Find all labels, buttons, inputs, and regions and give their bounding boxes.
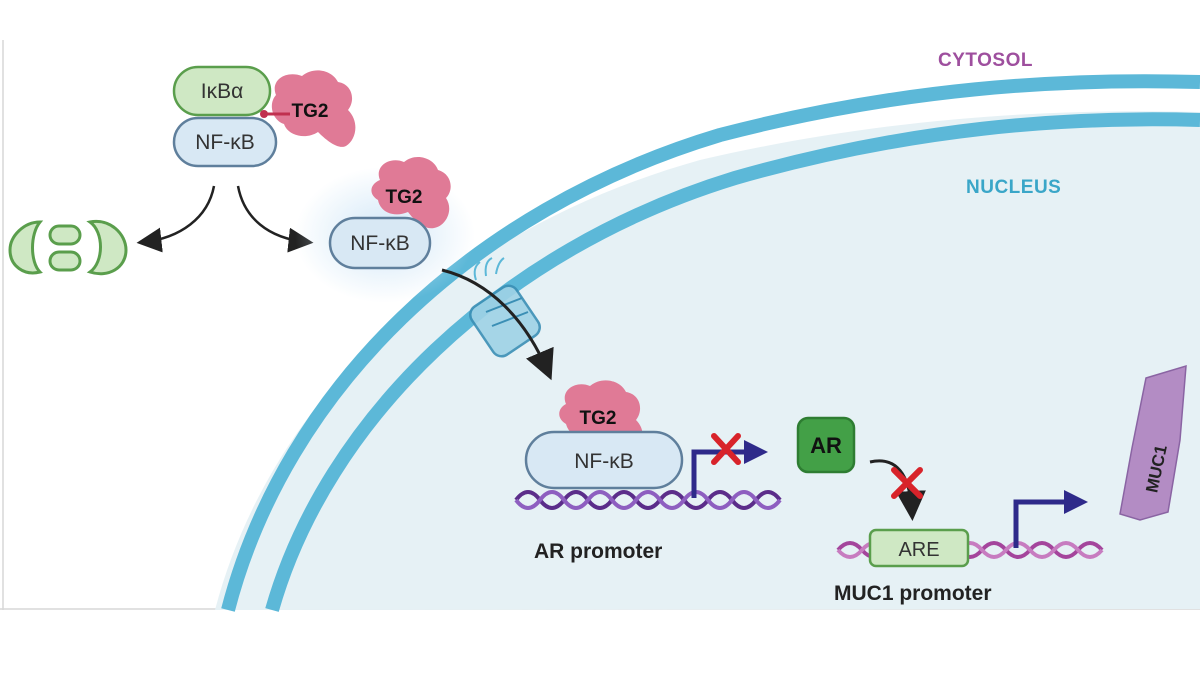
ikba-label: IκBα bbox=[201, 80, 243, 103]
nfkb-box-free bbox=[328, 216, 432, 270]
ikba-fragment-top bbox=[48, 224, 82, 246]
arrow-to-free-nfkb bbox=[236, 185, 314, 253]
ar-protein-label: AR bbox=[810, 433, 842, 458]
ar-protein-box bbox=[796, 416, 856, 474]
ikba-fragment-bottom bbox=[48, 250, 82, 272]
degraded-ikba-fragments bbox=[8, 219, 128, 276]
ikba-box bbox=[172, 65, 272, 117]
ar-dna-strand-2 bbox=[514, 490, 782, 510]
tg2-label-free: TG2 bbox=[386, 187, 423, 208]
nuclear-nfkb-tg2: TG2 NF-κB bbox=[524, 380, 684, 490]
block-x-stroke-2 bbox=[711, 433, 741, 465]
ikba-fragment-right bbox=[86, 219, 128, 276]
cytosol-label: CYTOSOL bbox=[938, 50, 1033, 71]
ar-dna-strand-1 bbox=[514, 490, 782, 510]
ikba-fragment-left bbox=[8, 220, 44, 275]
muc1-protein bbox=[1119, 364, 1187, 521]
free-nfkb-tg2: TG2 NF-κB bbox=[295, 156, 475, 303]
muc1-transcription-arrow bbox=[1013, 499, 1068, 548]
tg2-blob-free bbox=[371, 156, 451, 229]
ar-promoter-label: AR promoter bbox=[534, 540, 662, 563]
muc1-promoter-label: MUC1 promoter bbox=[834, 582, 992, 605]
ar-to-are-arrow bbox=[869, 459, 926, 521]
pore-filament-1 bbox=[473, 261, 481, 281]
nfkb-label-complex: NF-κB bbox=[195, 131, 255, 154]
nucleus-interior bbox=[215, 111, 1200, 610]
tg2-label-nuclear: TG2 bbox=[580, 408, 617, 429]
muc1-transcription-arrowhead bbox=[1064, 490, 1088, 514]
block-x2-stroke-2 bbox=[891, 467, 923, 499]
pore-filament-3 bbox=[495, 257, 505, 275]
pore-stripe-2 bbox=[491, 311, 529, 327]
nfkb-label-free: NF-κB bbox=[350, 232, 410, 255]
ar-transcription-arrowhead bbox=[744, 440, 768, 464]
ikba-nfkb-tg2-complex: IκBα NF-κB TG2 bbox=[172, 65, 356, 168]
tg2-ikba-bond-dot bbox=[260, 110, 268, 118]
nfkb-label-nuclear: NF-κB bbox=[574, 450, 634, 473]
nfkb-box-complex bbox=[172, 116, 278, 168]
nuclear-pore bbox=[469, 257, 541, 358]
nuclear-envelope-inner bbox=[265, 112, 1200, 612]
nfkb-box-nuclear bbox=[524, 430, 684, 490]
tg2-label-complex: TG2 bbox=[292, 101, 329, 122]
pore-filament-2 bbox=[484, 257, 493, 277]
ar-transcription-block-x bbox=[711, 433, 741, 465]
tg2-blob-complex bbox=[271, 70, 356, 147]
ar-promoter-dna bbox=[514, 490, 782, 510]
arrow-to-degradation bbox=[136, 185, 216, 253]
are-box bbox=[868, 528, 970, 568]
nucleus-label: NUCLEUS bbox=[966, 177, 1061, 198]
are-label: ARE bbox=[898, 539, 939, 561]
nuclear-envelope-outer bbox=[221, 74, 1200, 612]
nuclear-import-arrow bbox=[441, 268, 554, 381]
ar-binding-block-x bbox=[891, 467, 923, 499]
